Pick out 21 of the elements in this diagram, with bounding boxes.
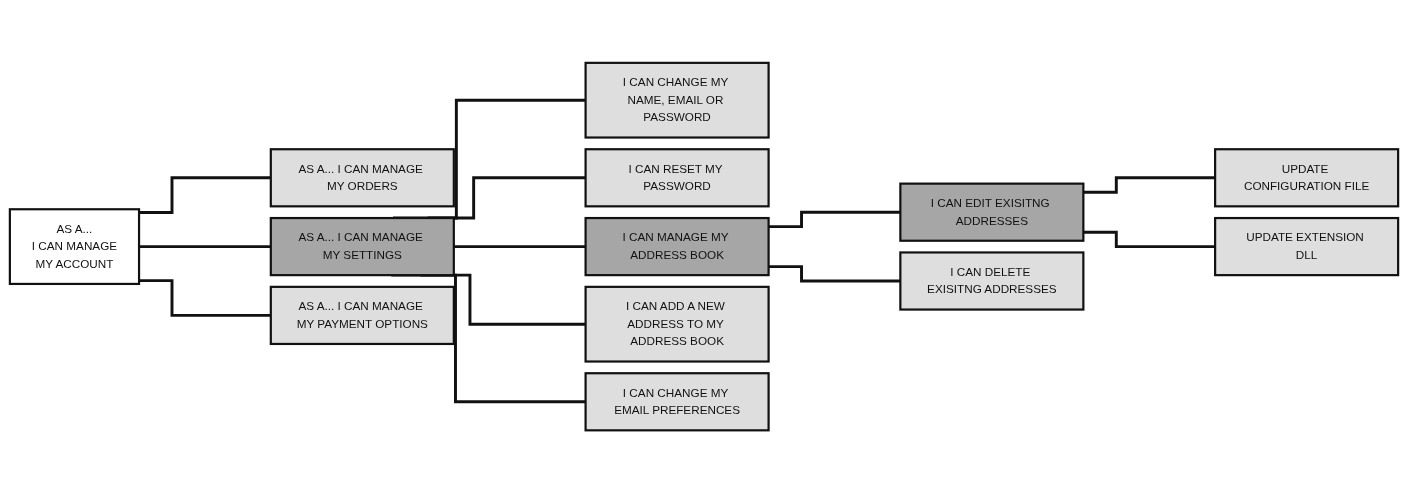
node-box: I CAN DELETE EXISITNG ADDRESSES [899,251,1085,311]
node-box: UPDATE CONFIGURATION FILE [1214,148,1400,208]
node-box: AS A... I CAN MANAGE MY PAYMENT OPTIONS [269,285,455,345]
node-box: I CAN MANAGE MY ADDRESS BOOK [584,216,770,277]
node-box: I CAN CHANGE MY EMAIL PREFERENCES [584,372,770,432]
connector [139,176,271,214]
node-box: I CAN EDIT EXISITNG ADDRESSES [899,182,1085,242]
connector [453,245,586,248]
node-box: AS A... I CAN MANAGE MY ORDERS [269,148,455,208]
connector [1083,230,1216,248]
node-box: AS A... I CAN MANAGE MY SETTINGS [269,216,455,277]
connector [1083,176,1216,194]
connector [768,265,901,283]
connector [139,245,271,248]
node-box: I CAN ADD A NEW ADDRESS TO MY ADDRESS BOOK [584,285,770,363]
node-box: I CAN RESET MY PASSWORD [584,148,770,208]
node-box: UPDATE EXTENSION DLL [1214,216,1400,277]
node-box: I CAN CHANGE MY NAME, EMAIL OR PASSWORD [584,61,770,139]
node-box: AS A... I CAN MANAGE MY ACCOUNT [8,208,141,285]
connector [139,279,271,317]
connector [768,210,901,228]
